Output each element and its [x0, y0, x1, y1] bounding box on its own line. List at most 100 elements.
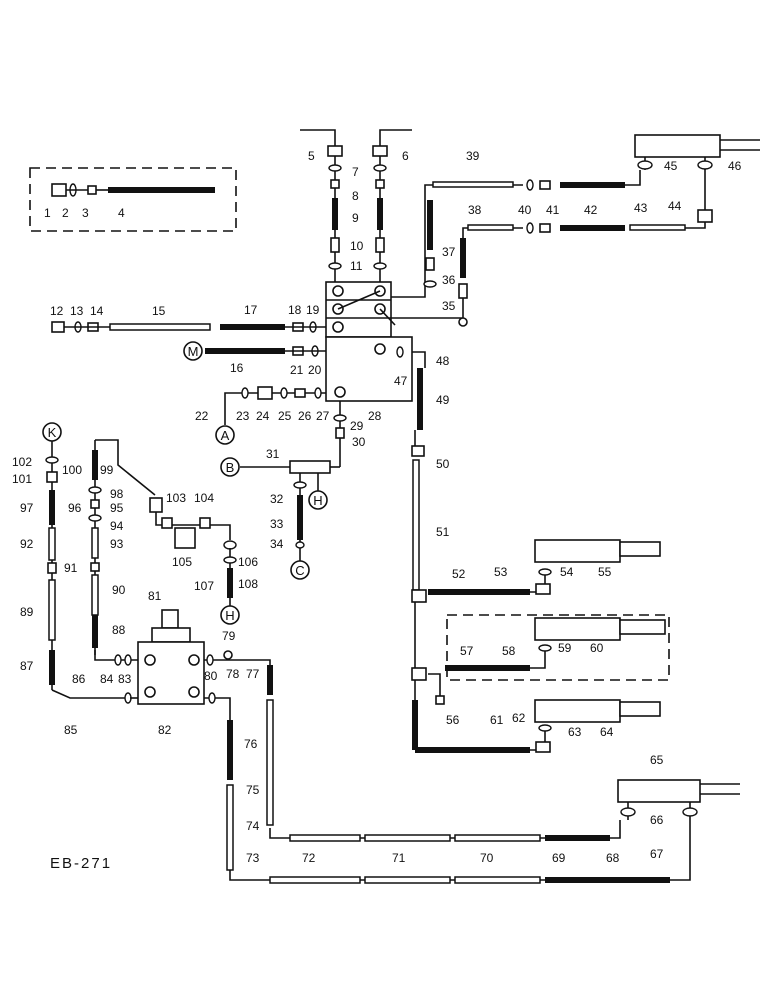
part-label-71: 71	[392, 851, 406, 865]
part-label-103: 103	[166, 491, 186, 505]
part-label-40: 40	[518, 203, 532, 217]
part-1-shape	[51, 183, 67, 197]
part-label-28: 28	[368, 409, 382, 423]
part-label-29: 29	[350, 419, 364, 433]
part-label-24: 24	[256, 409, 270, 423]
part-label-102: 102	[12, 455, 32, 469]
part-label-34: 34	[270, 537, 284, 551]
part-label-64: 64	[600, 725, 614, 739]
part-label-72: 72	[302, 851, 316, 865]
part-label-81: 81	[148, 589, 162, 603]
part-label-42: 42	[584, 203, 598, 217]
part-label-6: 6	[402, 149, 409, 163]
part-label-94: 94	[110, 519, 124, 533]
part-label-30: 30	[352, 435, 366, 449]
part-label-87: 87	[20, 659, 34, 673]
part-label-4: 4	[118, 206, 125, 220]
ref-b-circle	[220, 457, 240, 477]
part-label-59: 59	[558, 641, 572, 655]
part-label-78: 78	[226, 667, 240, 681]
ref-label-b: B	[226, 460, 235, 475]
ref-label-h-2: H	[225, 608, 234, 623]
part-label-61: 61	[490, 713, 504, 727]
part-label-21: 21	[290, 363, 304, 377]
part-label-10: 10	[350, 239, 364, 253]
part-label-60: 60	[590, 641, 604, 655]
part-label-52: 52	[452, 567, 466, 581]
cylinder-55	[534, 539, 621, 563]
part-label-75: 75	[246, 783, 260, 797]
part-label-104: 104	[194, 491, 214, 505]
part-label-57: 57	[460, 644, 474, 658]
part-81-shape	[161, 609, 179, 629]
part-label-79: 79	[222, 629, 236, 643]
part-label-13: 13	[70, 304, 84, 318]
part-label-66: 66	[650, 813, 664, 827]
part-label-46: 46	[728, 159, 742, 173]
part-label-97: 97	[20, 501, 34, 515]
part-label-84: 84	[100, 672, 114, 686]
part-label-63: 63	[568, 725, 582, 739]
part-label-65: 65	[650, 753, 664, 767]
part-label-51: 51	[436, 525, 450, 539]
part-label-80: 80	[204, 669, 218, 683]
part-label-96: 96	[68, 501, 82, 515]
part-label-101: 101	[12, 472, 32, 486]
ref-label-c: C	[295, 563, 304, 578]
part-label-93: 93	[110, 537, 124, 551]
ref-label-h-1: H	[313, 493, 322, 508]
part-label-69: 69	[552, 851, 566, 865]
part-label-9: 9	[352, 211, 359, 225]
part-label-68: 68	[606, 851, 620, 865]
part-label-33: 33	[270, 517, 284, 531]
part-label-76: 76	[244, 737, 258, 751]
cylinder-46	[634, 134, 721, 158]
part-label-49: 49	[436, 393, 450, 407]
part-label-2: 2	[62, 206, 69, 220]
part-label-25: 25	[278, 409, 292, 423]
ref-label-a: A	[221, 428, 230, 443]
part-label-5: 5	[308, 149, 315, 163]
diagram-code: EB-271	[50, 855, 112, 872]
part-label-18: 18	[288, 303, 302, 317]
part-label-100: 100	[62, 463, 82, 477]
ref-h-circle-1	[308, 490, 328, 510]
part-label-74: 74	[246, 819, 260, 833]
ref-h-circle-2	[220, 605, 240, 625]
cylinder-60	[534, 617, 621, 641]
part-label-37: 37	[442, 245, 456, 259]
part-label-20: 20	[308, 363, 322, 377]
part-label-73: 73	[246, 851, 260, 865]
part-label-67: 67	[650, 847, 664, 861]
part-label-89: 89	[20, 605, 34, 619]
part-label-14: 14	[90, 304, 104, 318]
part-label-41: 41	[546, 203, 560, 217]
part-label-99: 99	[100, 463, 114, 477]
part-label-54: 54	[560, 565, 574, 579]
ref-m-circle	[183, 341, 203, 361]
part-label-82: 82	[158, 723, 172, 737]
part-label-26: 26	[298, 409, 312, 423]
part-label-108: 108	[238, 577, 258, 591]
part-label-62: 62	[512, 711, 526, 725]
part-label-70: 70	[480, 851, 494, 865]
part-label-106: 106	[238, 555, 258, 569]
part-label-58: 58	[502, 644, 516, 658]
part-label-88: 88	[112, 623, 126, 637]
part-label-45: 45	[664, 159, 678, 173]
part-label-50: 50	[436, 457, 450, 471]
part-105-shape	[174, 527, 196, 549]
part-label-44: 44	[668, 199, 682, 213]
part-label-92: 92	[20, 537, 34, 551]
part-label-11: 11	[350, 259, 363, 273]
part-label-23: 23	[236, 409, 250, 423]
part-3-shape	[87, 185, 97, 195]
part-label-55: 55	[598, 565, 612, 579]
cylinder-64	[534, 699, 621, 723]
part-label-15: 15	[152, 304, 166, 318]
part-label-8: 8	[352, 189, 359, 203]
part-label-91: 91	[64, 561, 78, 575]
part-label-12: 12	[50, 304, 64, 318]
part-5-shape	[327, 145, 343, 157]
part-label-7: 7	[352, 165, 359, 179]
